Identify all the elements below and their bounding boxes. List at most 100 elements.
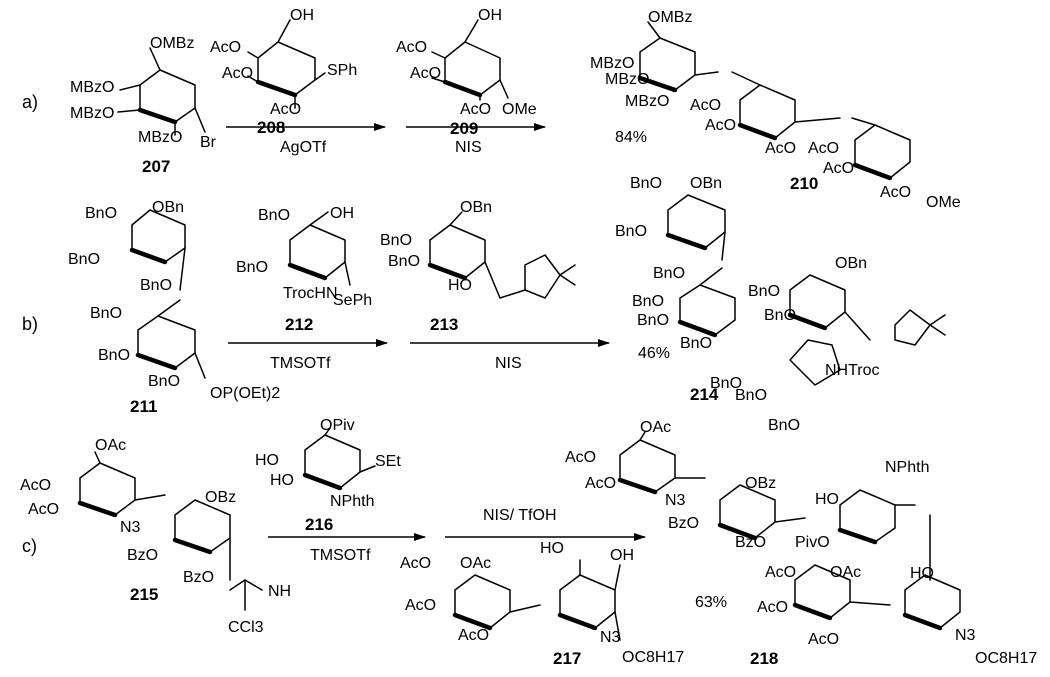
group-label: OP(OEt)2 bbox=[210, 385, 280, 402]
group-label: HO bbox=[815, 491, 839, 508]
group-label: AcO bbox=[765, 140, 796, 157]
compound-number: 212 bbox=[285, 315, 313, 334]
group-label: BnO bbox=[768, 417, 800, 434]
group-label: BnO bbox=[148, 373, 180, 390]
group-label: OAc bbox=[640, 419, 671, 436]
row-label-c: c) bbox=[22, 536, 37, 556]
group-label: OAc bbox=[830, 564, 861, 581]
group-label: OMe bbox=[502, 101, 537, 118]
group-label: BnO bbox=[236, 259, 268, 276]
group-label: OBn bbox=[460, 199, 492, 216]
group-label: TrocHN bbox=[283, 285, 338, 302]
group-label: AcO bbox=[585, 475, 616, 492]
group-label: BnO bbox=[710, 375, 742, 392]
group-label: OH bbox=[610, 547, 634, 564]
group-label: AcO bbox=[396, 39, 427, 56]
row-label-a: a) bbox=[22, 92, 38, 112]
group-label: BnO bbox=[85, 205, 117, 222]
compound-number: 214 bbox=[690, 385, 719, 404]
group-label: OC8H17 bbox=[975, 650, 1037, 667]
group-label: AcO bbox=[823, 160, 854, 177]
group-label: OMBz bbox=[150, 35, 194, 52]
group-label: BnO bbox=[653, 265, 685, 282]
reagent-label: NIS bbox=[495, 355, 522, 372]
reagent-label: AgOTf bbox=[280, 139, 327, 156]
group-label: Br bbox=[200, 134, 217, 151]
group-label: AcO bbox=[405, 597, 436, 614]
group-label: SePh bbox=[333, 292, 372, 309]
group-label: BzO bbox=[183, 569, 214, 586]
group-label: AcO bbox=[460, 101, 491, 118]
group-label: MBzO bbox=[70, 79, 114, 96]
group-label: N3 bbox=[120, 519, 141, 536]
group-label: SEt bbox=[375, 453, 401, 470]
compound-number: 210 bbox=[790, 174, 818, 193]
group-label: BzO bbox=[668, 515, 699, 532]
compound-210: OMBz MBzO MBzO MBzO AcO AcO AcO AcO AcO … bbox=[590, 9, 961, 211]
group-label: BnO bbox=[637, 312, 669, 329]
group-label: MBzO bbox=[625, 93, 669, 110]
group-label: NHTroc bbox=[825, 362, 880, 379]
group-label: HO bbox=[910, 565, 934, 582]
group-label: BnO bbox=[630, 175, 662, 192]
group-label: OBn bbox=[152, 199, 184, 216]
group-label: CCl3 bbox=[228, 619, 264, 636]
group-label: BnO bbox=[615, 223, 647, 240]
group-label: OBz bbox=[205, 489, 236, 506]
row-label-b: b) bbox=[22, 314, 38, 334]
yield-label: 46% bbox=[638, 345, 670, 362]
group-label: BnO bbox=[735, 387, 767, 404]
group-label: AcO bbox=[400, 555, 431, 572]
compound-number: 207 bbox=[142, 157, 170, 176]
compound-number: 213 bbox=[430, 315, 458, 334]
compound-218: OAc AcO AcO N3 OBz BzO BzO NPhth HO PivO… bbox=[565, 419, 1037, 668]
group-label: NPhth bbox=[330, 493, 374, 510]
group-label: MBzO bbox=[138, 129, 182, 146]
compound-207: OMBz MBzO MBzO MBzO Br 207 bbox=[70, 35, 217, 176]
reagent-label: NIS bbox=[455, 139, 482, 156]
group-label: HO bbox=[255, 452, 279, 469]
group-label: AcO bbox=[690, 97, 721, 114]
group-label: OH bbox=[330, 205, 354, 222]
group-label: MBzO bbox=[605, 71, 649, 88]
group-label: BzO bbox=[127, 547, 158, 564]
group-label: HO bbox=[448, 277, 472, 294]
group-label: OPiv bbox=[320, 417, 355, 434]
group-label: AcO bbox=[222, 65, 253, 82]
reagent-label: TMSOTf bbox=[270, 355, 331, 372]
group-label: MBzO bbox=[590, 55, 634, 72]
group-label: AcO bbox=[28, 501, 59, 518]
group-label: BnO bbox=[380, 232, 412, 249]
group-label: AcO bbox=[458, 627, 489, 644]
group-label: OH bbox=[290, 7, 314, 24]
group-label: AcO bbox=[270, 101, 301, 118]
compound-212: BnO OH BnO TrocHN SePh 212 bbox=[236, 205, 372, 334]
group-label: BnO bbox=[632, 293, 664, 310]
group-label: PivO bbox=[795, 534, 830, 551]
group-label: BnO bbox=[764, 307, 796, 324]
group-label: OC8H17 bbox=[622, 649, 684, 666]
group-label: AcO bbox=[705, 117, 736, 134]
group-label: BnO bbox=[90, 305, 122, 322]
reagent-label: NIS/ TfOH bbox=[483, 507, 557, 524]
group-label: OAc bbox=[460, 555, 491, 572]
group-label: OBz bbox=[745, 475, 776, 492]
group-label: OBn bbox=[690, 175, 722, 192]
group-label: OBn bbox=[835, 255, 867, 272]
group-label: AcO bbox=[765, 564, 796, 581]
compound-number: 218 bbox=[750, 649, 778, 668]
compound-number: 216 bbox=[305, 515, 333, 534]
group-label: AcO bbox=[410, 65, 441, 82]
group-label: BnO bbox=[388, 253, 420, 270]
group-label: AcO bbox=[808, 140, 839, 157]
group-label: AcO bbox=[757, 599, 788, 616]
compound-215: OAc AcO AcO N3 OBz BzO BzO NH CCl3 215 bbox=[20, 437, 291, 636]
group-label: SPh bbox=[327, 62, 357, 79]
group-label: BnO bbox=[680, 335, 712, 352]
group-label: BnO bbox=[258, 207, 290, 224]
group-label: BnO bbox=[68, 251, 100, 268]
group-label: AcO bbox=[20, 477, 51, 494]
group-label: AcO bbox=[880, 184, 911, 201]
compound-number: 217 bbox=[553, 649, 581, 668]
group-label: AcO bbox=[565, 449, 596, 466]
